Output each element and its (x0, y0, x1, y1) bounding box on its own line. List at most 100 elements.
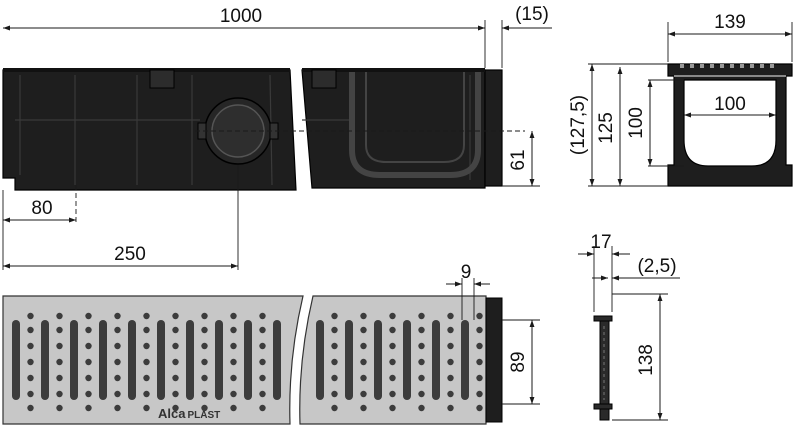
grate-hole (259, 326, 266, 334)
grate-hole (114, 312, 121, 320)
grate-hole (447, 404, 454, 412)
grate-hole (201, 342, 208, 350)
grate-slot (461, 320, 469, 400)
grate-hole (85, 404, 92, 412)
grate-hole (114, 326, 121, 334)
grate-hole (56, 390, 63, 398)
dim-inner-width-label: 100 (714, 94, 746, 115)
grate-hole (259, 358, 266, 366)
grate-hole (331, 312, 338, 320)
grate-slot (432, 320, 440, 400)
grate-hole (143, 358, 150, 366)
grate-hole (85, 342, 92, 350)
grate-hole (360, 358, 367, 366)
grate-slot (316, 320, 324, 400)
grate-hole (27, 312, 34, 320)
grate-slot (41, 320, 49, 400)
grate-hole (114, 342, 121, 350)
grate-hole (389, 312, 396, 320)
grate-hole (259, 390, 266, 398)
grate-hole (114, 390, 121, 398)
grate-hole (172, 374, 179, 382)
grate-hole (476, 390, 483, 398)
grate-hole (172, 312, 179, 320)
grate-hole (476, 404, 483, 412)
dim-grate-depth-label: 17 (590, 232, 611, 253)
grate-hole (259, 374, 266, 382)
grate-hole (447, 390, 454, 398)
grate-hole (418, 326, 425, 334)
dim-outlet-offset-label: 80 (31, 198, 52, 219)
grate-hole (230, 326, 237, 334)
grate-section-view: 17 (2,5) 138 (578, 232, 680, 421)
grate-hole (201, 374, 208, 382)
grate-hole (230, 404, 237, 412)
grate-hole (201, 404, 208, 412)
grate-hole (201, 390, 208, 398)
grate-hole (143, 404, 150, 412)
grate-hole (85, 358, 92, 366)
grate-hole (259, 404, 266, 412)
grate-hole (172, 404, 179, 412)
grate-hole (172, 326, 179, 334)
grate-hole (418, 358, 425, 366)
grate-hole (230, 342, 237, 350)
grate-hole (418, 390, 425, 398)
grate-hole (389, 342, 396, 350)
grate-hole (389, 358, 396, 366)
dim-end-cap-label: (15) (515, 4, 549, 25)
grate-hole (114, 374, 121, 382)
grate-hole (360, 404, 367, 412)
grate-hole (172, 342, 179, 350)
grate-hole (389, 390, 396, 398)
grate-hole (389, 404, 396, 412)
grate-hole (172, 390, 179, 398)
grate-hole (230, 312, 237, 320)
grate-hole (201, 312, 208, 320)
grate-slot (345, 320, 353, 400)
grate-hole (259, 312, 266, 320)
dim-body-height-label: 125 (596, 112, 617, 144)
grate-hole (418, 342, 425, 350)
grate-hole (143, 312, 150, 320)
grate-slot (157, 320, 165, 400)
dim-grate-height-label: 138 (636, 344, 657, 376)
grate-hole (143, 326, 150, 334)
grate-hole (230, 374, 237, 382)
grate-hole (418, 404, 425, 412)
grate-hole (85, 390, 92, 398)
channel-body-side (2, 68, 503, 191)
grate-hole (476, 374, 483, 382)
grate-hole (447, 312, 454, 320)
grate-slot (99, 320, 107, 400)
side-view: 1000 (15) 80 250 61 (2, 4, 552, 270)
grate-slot (186, 320, 194, 400)
grate-hole (143, 342, 150, 350)
grate-hole (447, 342, 454, 350)
dim-total-height-label: (127,5) (568, 95, 589, 155)
grate-hole (27, 390, 34, 398)
grate-hole (201, 358, 208, 366)
grate-hole (331, 404, 338, 412)
grate-hole (476, 326, 483, 334)
grate-hole (331, 326, 338, 334)
grate-hole (331, 358, 338, 366)
dim-slot-width-label: 9 (461, 262, 472, 283)
grate-hole (389, 374, 396, 382)
cross-section: 139 100 (127,5) 125 100 (568, 12, 793, 187)
grate-hole (27, 374, 34, 382)
grate-hole (56, 404, 63, 412)
grate-slot (273, 320, 281, 400)
grate-hole (114, 404, 121, 412)
grate-hole (360, 390, 367, 398)
grate-slot (128, 320, 136, 400)
grate-hole (360, 342, 367, 350)
grate-hole (172, 358, 179, 366)
grate-hole (27, 342, 34, 350)
grate-hole (27, 404, 34, 412)
dim-outlet-center-label: 250 (114, 244, 146, 265)
grate-slot (70, 320, 78, 400)
grate-slot (215, 320, 223, 400)
grate-slot (244, 320, 252, 400)
grate-hole (230, 358, 237, 366)
